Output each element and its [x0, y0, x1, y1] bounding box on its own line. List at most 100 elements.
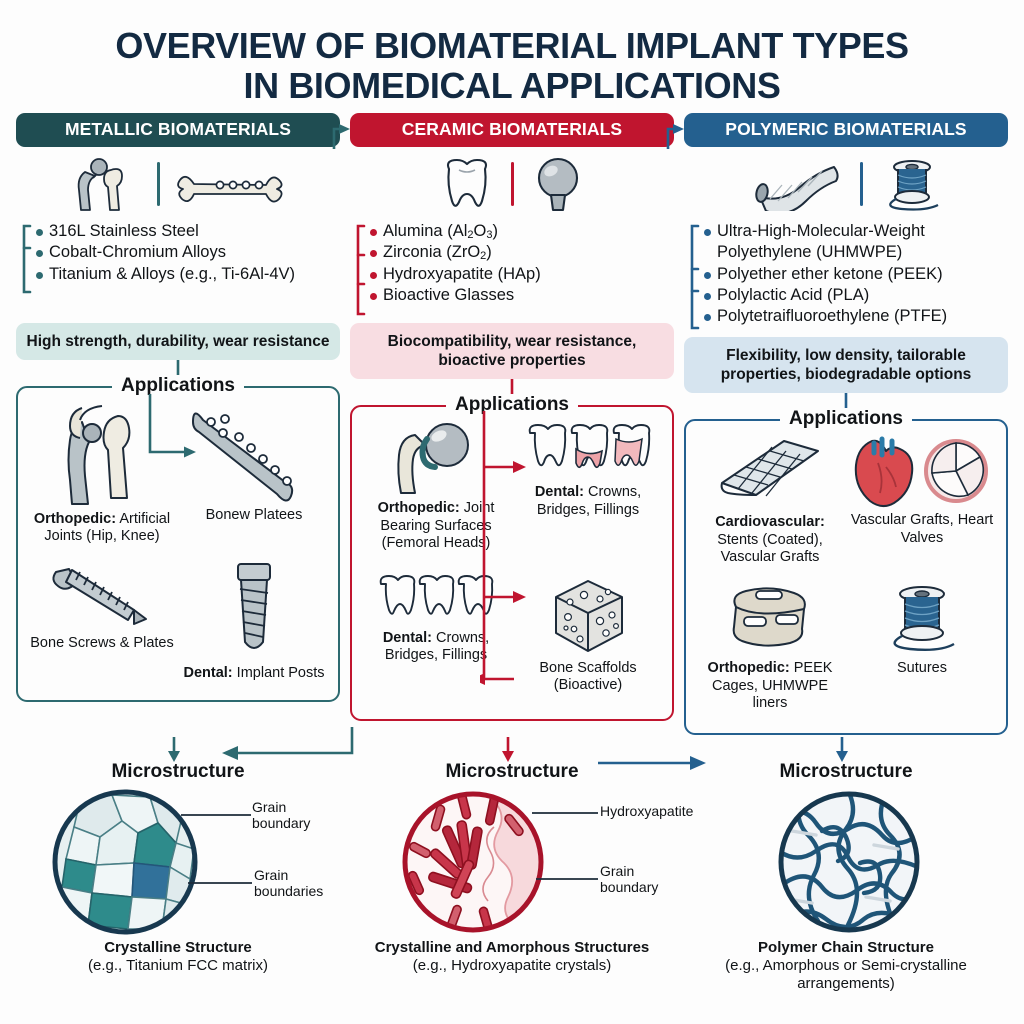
application-item: Dental: Crowns, Bridges, Fillings — [512, 417, 664, 569]
metallic-applications-panel: Applications — [16, 375, 340, 702]
material-item: Polytetraifluoroethylene (PTFE) — [704, 306, 1008, 327]
material-item: Bioactive Glasses — [370, 285, 541, 306]
properties-text: Biocompatibility, wear resistance, bioac… — [387, 332, 637, 369]
polymeric-applications-panel: Applications Cardiovascular: Stents (Coa… — [684, 408, 1008, 736]
application-text: Artificial Joints (Hip, Knee) — [44, 511, 171, 545]
stent-mesh-icon — [720, 440, 819, 497]
application-category: Dental: — [382, 630, 432, 647]
application-caption: Vascular Grafts, Heart Valves — [848, 512, 996, 547]
applications-to-microstructure-arrow-icon — [598, 756, 706, 771]
material-item: Titanium & Alloys (e.g., Ti-6Al-4V) — [36, 264, 295, 285]
leader-line — [532, 812, 598, 815]
suture-spool-icon — [893, 586, 955, 652]
application-caption: Sutures — [897, 660, 947, 677]
icon-divider — [859, 161, 863, 206]
list-brace-icon — [22, 224, 32, 293]
application-item: Sutures — [846, 579, 998, 725]
application-item: Cardiovascular: Stents (Coated), Vascula… — [694, 431, 846, 579]
microstructure-metallic: Microstructure — [16, 727, 354, 993]
application-category: Cardiovascular: — [715, 514, 825, 531]
ceramic-icon-strip — [350, 151, 674, 217]
micro-caption-bold: Polymer Chain Structure — [758, 939, 934, 957]
material-items: Alumina (Al2O3) Zirconia (ZrO2) Hydroxya… — [370, 221, 541, 319]
application-item: Orthopedic: PEEK Cages, UHMWPE liners — [694, 579, 846, 725]
dental-implant-post-icon — [237, 562, 271, 649]
microstructure-figure: Hydroxyapatite Grain boundary — [350, 787, 693, 937]
title-line-1: Overview of Biomaterial Implant Types — [115, 25, 909, 66]
material-item: Hydroxyapatite (HAp) — [370, 264, 541, 285]
material-item: Ultra-High-Molecular-Weight Polyethylene… — [704, 221, 1008, 264]
metallic-properties-box: High strength, durability, wear resistan… — [16, 322, 340, 360]
ceramic-applications-panel: Applications — [350, 394, 674, 722]
properties-text: Flexibility, low density, tailorable pro… — [720, 346, 972, 383]
list-brace-icon — [690, 224, 700, 329]
polymeric-properties-box: Flexibility, low density, tailorable pro… — [684, 336, 1008, 394]
femoral-head-bearing-icon — [397, 423, 469, 495]
bone-screw-icon — [52, 567, 147, 625]
internal-flow-arrow-icon — [480, 411, 526, 686]
micro-caption-bold: Crystalline and Amorphous Structures — [374, 939, 650, 957]
application-text: Joint Bearing Surfaces (Femoral Heads) — [380, 500, 495, 552]
column-ceramic: CERAMIC BIOMATERIALS — [332, 112, 674, 736]
micro-label: Grain boundaries — [254, 867, 324, 900]
tooth-icon — [446, 158, 487, 207]
bone-plate-icon — [176, 175, 282, 203]
application-category: Dental: — [534, 484, 584, 501]
ceramic-microstructure-diagram — [402, 791, 544, 933]
metallic-to-ceramic-arrow-icon — [332, 123, 350, 149]
application-text: Bonew Platees — [205, 507, 303, 523]
bone-plate-icon — [192, 412, 294, 502]
microstructure-title: Microstructure — [111, 761, 245, 783]
application-caption: Cardiovascular: Stents (Coated), Vascula… — [696, 514, 844, 566]
down-arrow-icon — [168, 737, 180, 763]
hip-implant-icon — [77, 157, 123, 211]
column-header-label: CERAMIC BIOMATERIALS — [401, 119, 623, 140]
applications-title: Applications — [779, 408, 913, 431]
applications-title: Applications — [445, 394, 579, 417]
application-caption: Orthopedic: PEEK Cages, UHMWPE liners — [696, 660, 844, 712]
leader-line — [181, 814, 251, 817]
icon-divider — [510, 161, 514, 206]
category-columns: METALLIC BIOMATERIALS — [0, 112, 1024, 736]
hip-joint-prosthesis-icon — [67, 405, 131, 505]
column-header-label: POLYMERIC BIOMATERIALS — [725, 119, 967, 140]
material-item: Cobalt-Chromium Alloys — [36, 242, 295, 263]
metallic-material-list: 316L Stainless Steel Cobalt-Chromium All… — [16, 221, 340, 297]
connector-gap — [16, 360, 340, 394]
material-item: Polylactic Acid (PLA) — [704, 285, 1008, 306]
microstructure-title: Microstructure — [445, 761, 579, 783]
leader-line — [536, 878, 598, 881]
polymeric-material-list: Ultra-High-Molecular-Weight Polyethylene… — [684, 221, 1008, 333]
heart-valve-icon — [924, 439, 988, 504]
microstructure-caption: Polymer Chain Structure (e.g., Amorphous… — [684, 939, 1008, 993]
properties-text: High strength, durability, wear resistan… — [26, 332, 330, 350]
ceramic-material-list: Alumina (Al2O3) Zirconia (ZrO2) Hydroxya… — [350, 221, 674, 319]
peek-cage-icon — [732, 587, 806, 647]
vascular-graft-tube-icon — [754, 165, 839, 211]
application-caption: Bonew Platees — [206, 507, 303, 524]
application-item: Bone Screws & Plates — [26, 556, 178, 692]
ceramic-to-polymeric-arrow-icon — [666, 123, 684, 149]
column-header-ceramic[interactable]: CERAMIC BIOMATERIALS — [350, 112, 674, 147]
applications-to-microstructure-arrow-icon — [222, 727, 354, 761]
dental-crowns-icon — [379, 575, 494, 615]
micro-caption-sub: (e.g., Amorphous or Semi-crystalline arr… — [725, 957, 967, 993]
application-caption: Bone Scaffolds (Bioactive) — [514, 660, 662, 695]
column-header-metallic[interactable]: METALLIC BIOMATERIALS — [16, 112, 340, 147]
application-grid: Orthopedic: Artificial Joints (Hip, Knee… — [26, 398, 330, 692]
applications-title: Applications — [111, 375, 245, 397]
column-header-label: METALLIC BIOMATERIALS — [64, 119, 291, 140]
title-line-2: in Biomedical Applications — [243, 65, 781, 107]
column-polymeric: POLYMERIC BIOMATERIALS — [666, 112, 1008, 736]
list-brace-icon — [356, 224, 366, 315]
connector-gap — [350, 379, 674, 414]
application-item: Orthopedic: Artificial Joints (Hip, Knee… — [26, 398, 178, 556]
application-grid: Cardiovascular: Stents (Coated), Vascula… — [694, 431, 998, 725]
application-caption: Orthopedic: Joint Bearing Surfaces (Femo… — [362, 500, 510, 552]
application-item: Bonew Platees — [178, 398, 330, 556]
microstructure-caption: Crystalline Structure (e.g., Titanium FC… — [16, 939, 340, 975]
microstructure-figure — [684, 787, 1008, 937]
material-items: 316L Stainless Steel Cobalt-Chromium All… — [36, 221, 295, 297]
column-header-polymeric[interactable]: POLYMERIC BIOMATERIALS — [684, 112, 1008, 147]
